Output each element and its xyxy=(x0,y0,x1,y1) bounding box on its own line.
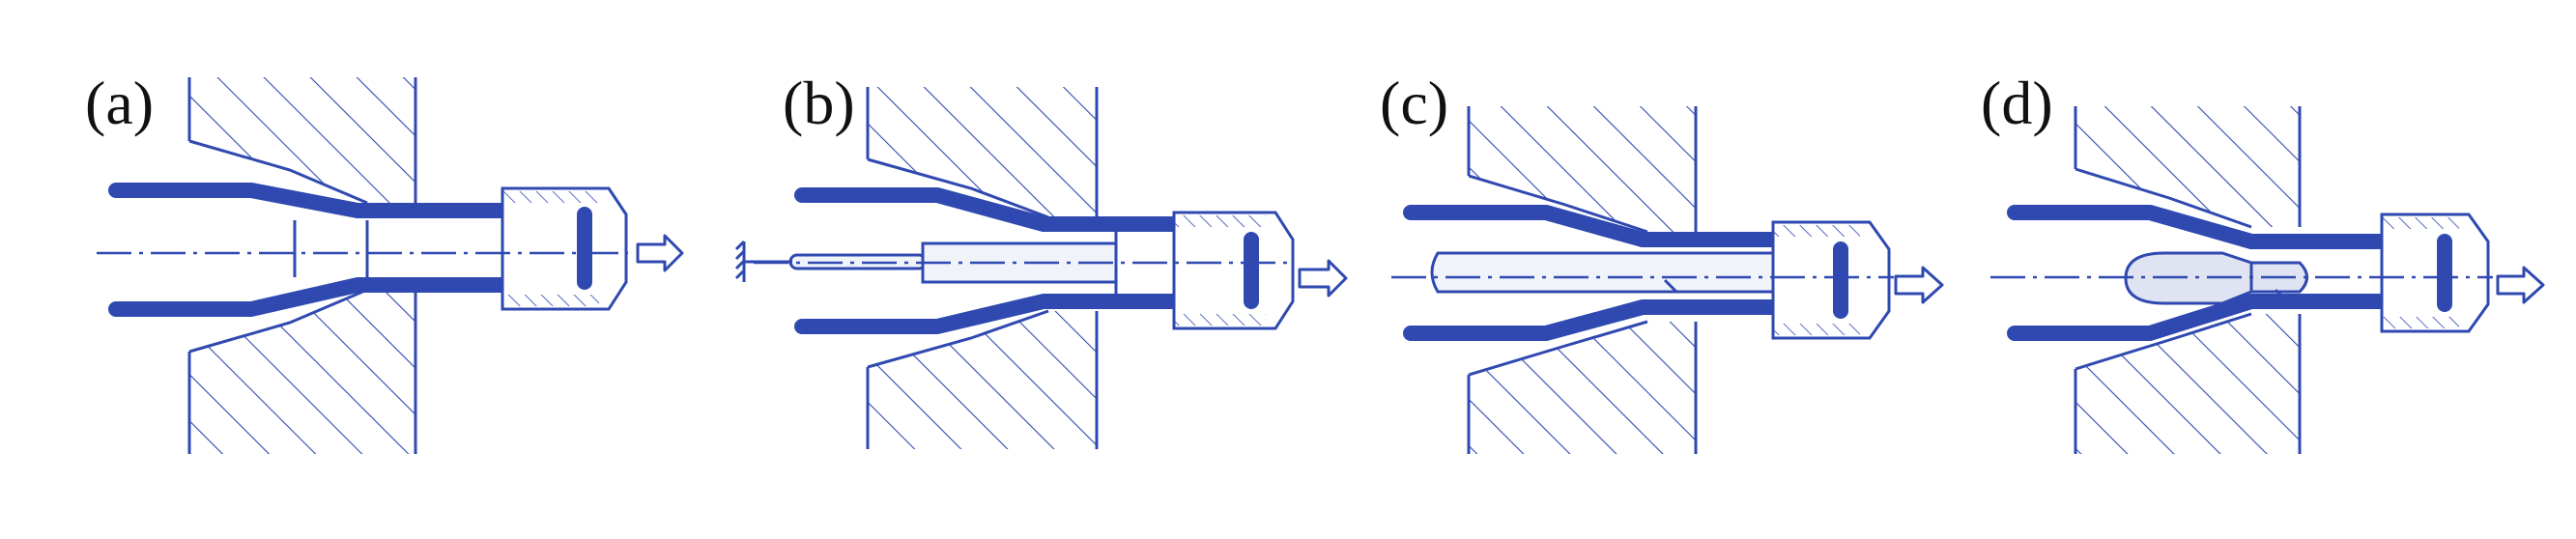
moving-mandrel xyxy=(1430,251,1836,294)
tube-wall xyxy=(794,187,1264,334)
panel-label-a: (a) xyxy=(85,69,154,137)
drawing-die xyxy=(866,87,1099,449)
panel-a: (a) xyxy=(85,69,684,454)
drawing-die xyxy=(2074,106,2302,454)
gripper-nut xyxy=(1771,220,1891,340)
tube-wall xyxy=(1403,205,1863,341)
panel-b: (b) xyxy=(734,69,1348,449)
tube-wall xyxy=(2007,205,2467,341)
outflow-arrow-icon xyxy=(1298,259,1348,298)
outflow-arrow-icon xyxy=(636,234,684,272)
gripper-nut xyxy=(1172,211,1295,330)
gripper-nut xyxy=(2380,213,2490,333)
panel-d: (d) xyxy=(1981,69,2545,454)
panel-c: (c) xyxy=(1380,69,1944,454)
outflow-arrow-icon xyxy=(1894,266,1944,304)
drawing-die xyxy=(1467,106,1698,454)
outflow-arrow-icon xyxy=(2496,266,2545,304)
tube-wall xyxy=(108,183,578,317)
gripper-nut xyxy=(501,186,628,311)
panel-label-d: (d) xyxy=(1981,69,2053,137)
panel-label-c: (c) xyxy=(1380,69,1448,137)
drawing-die xyxy=(187,77,417,454)
panel-label-b: (b) xyxy=(783,69,855,137)
